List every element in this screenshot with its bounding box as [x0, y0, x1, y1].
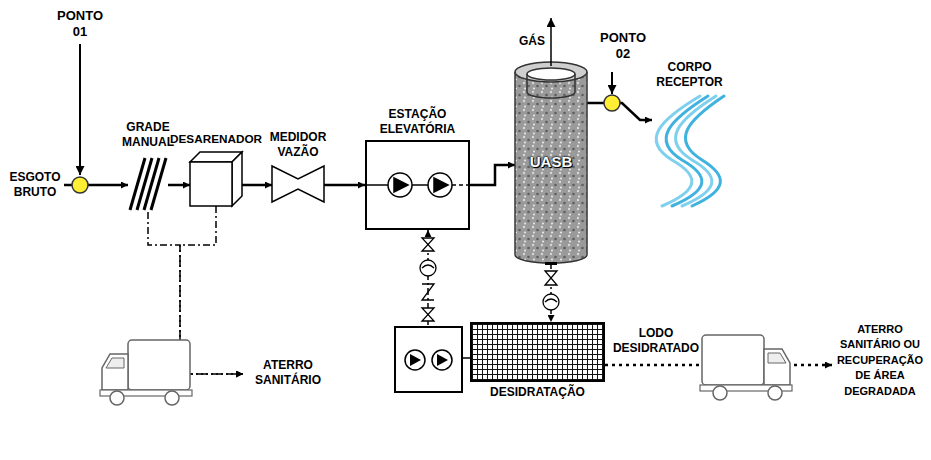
node-label: MEDIDOR VAZÃO	[266, 130, 330, 160]
source-label-node: ESGOTO BRUTO	[6, 170, 64, 202]
final-destination-node: ATERRO SANITÁRIO OU RECUPERAÇÃO DE ÁREA …	[832, 322, 928, 401]
uasb-reactor	[515, 255, 587, 263]
pump-symbol	[388, 173, 412, 197]
sampling-point-label: PONTO 02	[592, 30, 654, 63]
uasb-reactor	[514, 72, 516, 255]
landfill-label-node: ATERRO SANITÁRIO	[243, 358, 333, 390]
sampling-arrow	[611, 72, 613, 94]
sludge-pump-box	[395, 327, 462, 392]
river-symbol	[675, 96, 716, 206]
sampling-arrow	[79, 44, 81, 175]
dewatering-grid: DESIDRATAÇÃO	[470, 322, 605, 382]
truck-icon	[100, 340, 192, 405]
uasb-reactor	[515, 72, 587, 255]
valve-symbol	[545, 271, 557, 285]
valve-symbol	[422, 238, 434, 251]
uasb-reactor	[527, 68, 575, 80]
flow-connector	[242, 184, 272, 187]
bar-screen	[144, 158, 159, 210]
pump-symbol	[365, 173, 470, 197]
bar-screen	[151, 158, 166, 210]
node-label: UASB	[515, 153, 587, 172]
pump-symbol	[412, 184, 428, 186]
bar-screen	[130, 158, 145, 210]
bar-screen-node: GRADE MANUAL	[128, 155, 168, 212]
node-label: GRADE MANUAL	[117, 120, 179, 150]
gas-label: GÁS	[513, 34, 545, 49]
flow-connector	[168, 184, 190, 187]
node-label: DESARENADOR	[170, 132, 262, 147]
river-symbol	[685, 96, 724, 206]
sampling-point	[604, 95, 620, 111]
meter-circle	[545, 299, 557, 302]
flow-meter-node: MEDIDOR VAZÃO	[272, 165, 324, 203]
meter-circle	[420, 260, 436, 276]
pump-symbol	[394, 178, 408, 192]
sludge-pump-box	[405, 350, 425, 370]
river-symbol	[656, 96, 724, 206]
uasb-reactor	[586, 72, 588, 255]
uasb-reactor	[527, 74, 575, 98]
grit-chamber-cube	[232, 152, 242, 206]
valve-symbol	[422, 308, 434, 321]
uasb-reactor	[515, 62, 587, 263]
meter-circle	[420, 260, 559, 310]
flow-connector	[324, 184, 365, 187]
sludge-pump-box	[395, 327, 462, 392]
sampling-point-label: PONTO 01	[50, 8, 110, 41]
edge-label: LODO DESIDRATADO	[612, 326, 700, 356]
receiving-water-node: CORPO RECEPTOR	[652, 95, 727, 205]
uasb-reactor-node: UASB	[515, 62, 587, 262]
grit-chamber-cube	[190, 152, 242, 206]
valve-symbol	[545, 262, 557, 265]
sampling-point	[72, 177, 88, 193]
truck-icon	[700, 335, 792, 400]
node-label: DESIDRATAÇÃO	[470, 385, 605, 400]
meter-circle	[543, 294, 559, 310]
flow-connector	[470, 165, 515, 185]
flow-meter-symbol	[272, 166, 324, 202]
check-valve	[422, 284, 434, 300]
pump-symbol	[365, 184, 388, 186]
gas-arrow	[550, 18, 552, 66]
pump-station-box: ESTAÇÃO ELEVATÓRIA	[365, 140, 470, 230]
pump-symbol	[428, 173, 452, 197]
node-label: CORPO RECEPTOR	[649, 60, 731, 90]
sludge-pump-box	[410, 354, 421, 366]
meter-circle	[422, 265, 434, 268]
node-label: ESGOTO BRUTO	[6, 170, 64, 200]
node-label: ESTAÇÃO ELEVATÓRIA	[368, 107, 468, 137]
sludge-pump-box	[437, 354, 448, 366]
node-label: ATERRO SANITÁRIO	[243, 358, 333, 388]
bar-screen	[137, 158, 152, 210]
sludge-pump-box	[432, 350, 452, 370]
grit-chamber-cube	[190, 162, 232, 206]
bar-screen	[130, 158, 166, 210]
grit-chamber-node: DESARENADOR	[190, 152, 242, 206]
node-label: ATERRO SANITÁRIO OU RECUPERAÇÃO DE ÁREA …	[832, 322, 928, 399]
pump-symbol	[434, 178, 448, 192]
flow-meter-symbol	[272, 166, 324, 202]
pump-symbol	[452, 184, 470, 186]
check-valve	[422, 284, 434, 300]
valve-symbol	[422, 238, 557, 321]
gas-arrow	[551, 18, 552, 66]
